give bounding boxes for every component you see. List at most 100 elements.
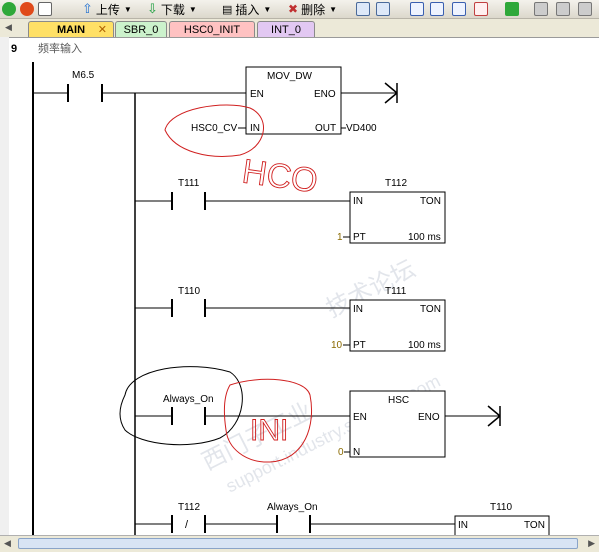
horizontal-scrollbar[interactable]: ◀ ▶ (0, 535, 599, 552)
contact-always-on-2[interactable] (276, 515, 311, 533)
black-annotation-circle (119, 366, 243, 446)
scroll-thumb[interactable] (18, 538, 578, 549)
network-icon (356, 2, 370, 16)
timer-t111-type: TON (420, 304, 441, 315)
refresh-icon (474, 2, 488, 16)
timer-t112-title: T112 (385, 178, 407, 189)
tab-scroll-left-icon[interactable]: ◀ (5, 22, 12, 32)
hsc-n: N (353, 447, 360, 458)
insert-label: 插入 (235, 2, 260, 17)
close-icon[interactable]: ✕ (97, 24, 107, 36)
timer-t111-title: T111 (385, 286, 407, 297)
hsc-eno-arrow (487, 405, 501, 427)
mov-dw-en: EN (250, 89, 264, 100)
timer-t110-in: IN (458, 520, 468, 531)
mov-dw-out: OUT (315, 123, 336, 134)
run-icon (2, 2, 16, 16)
export-button[interactable] (505, 1, 519, 17)
timer-t110-title: T110 (490, 502, 512, 513)
network-comment[interactable]: 频率输入 (38, 41, 82, 55)
tab-int-0[interactable]: INT_0 (257, 21, 315, 37)
timer-t112-box[interactable] (349, 191, 446, 244)
lock-open-button[interactable] (556, 1, 570, 17)
hsc-eno: ENO (418, 412, 440, 423)
export-icon (505, 2, 519, 16)
contact-m6-5[interactable] (67, 84, 103, 102)
tab-main[interactable]: MAIN ✕ (28, 21, 114, 37)
contact-always-on-label: Always_On (163, 394, 214, 405)
run-button[interactable] (2, 1, 16, 17)
contact-t110-label: T110 (178, 286, 200, 297)
key-button[interactable] (578, 1, 592, 17)
contact-t112-nc-symbol: / (185, 519, 189, 531)
hsc-n-value[interactable]: 0 (338, 447, 344, 458)
mov-dw-box[interactable] (245, 66, 342, 135)
coil-icon (430, 2, 444, 16)
eno-arrow (384, 82, 398, 104)
timer-t111-pt-value[interactable]: 10 (331, 340, 343, 351)
contact-always-on[interactable] (171, 407, 206, 425)
scroll-left-icon[interactable]: ◀ (4, 538, 11, 548)
tab-sbr-0-label: SBR_0 (123, 24, 159, 36)
mov-dw-in-value[interactable]: HSC0_CV (191, 123, 237, 134)
contact-t110[interactable] (171, 299, 206, 317)
contact-t112-nc-label: T112 (178, 502, 200, 513)
chevron-down-icon: ▼ (188, 4, 197, 14)
contact-t112-nc[interactable] (171, 515, 206, 533)
red-annotation-hco: HCO (240, 152, 320, 200)
download-label: 下载 (160, 2, 185, 17)
editor-gutter (0, 37, 9, 535)
network-insert-button[interactable] (356, 1, 370, 17)
timer-t112-pt-value[interactable]: 1 (337, 232, 343, 243)
lock-icon (534, 2, 548, 16)
contact-t111[interactable] (171, 192, 206, 210)
refresh-button[interactable] (474, 1, 488, 17)
timer-t110-type: TON (524, 520, 545, 531)
scroll-right-icon[interactable]: ▶ (588, 538, 595, 548)
contact-always-on-2-label: Always_On (267, 502, 318, 513)
timer-t112-in: IN (353, 196, 363, 207)
box-button[interactable] (452, 1, 466, 17)
red-annotation-ini: INI (250, 414, 288, 447)
timer-t111-box[interactable] (349, 299, 446, 352)
timer-t112-pt: PT (353, 232, 366, 243)
network-delete-button[interactable] (376, 1, 390, 17)
lock-open-icon (556, 2, 570, 16)
mov-dw-title: MOV_DW (267, 71, 313, 82)
box-icon (452, 2, 466, 16)
insert-icon: ▤ (222, 3, 233, 16)
download-icon: ⇩ (147, 1, 158, 16)
delete-label: 删除 (301, 2, 326, 17)
timer-t111-unit: 100 ms (408, 340, 441, 351)
chevron-down-icon: ▼ (329, 4, 337, 14)
mov-dw-in: IN (250, 123, 260, 134)
coil-button[interactable] (430, 1, 444, 17)
tab-int-0-label: INT_0 (271, 24, 301, 36)
contact-button[interactable] (410, 1, 424, 17)
lock-button[interactable] (534, 1, 548, 17)
delete-button[interactable]: ✖删除▼ (288, 1, 337, 17)
hsc-title: HSC (388, 395, 409, 406)
stop-button[interactable] (20, 1, 34, 17)
tab-sbr-0[interactable]: SBR_0 (115, 21, 167, 37)
network-delete-icon (376, 2, 390, 16)
timer-t112-unit: 100 ms (408, 232, 441, 243)
key-icon (578, 2, 592, 16)
tab-hsc0-init-label: HSC0_INIT (183, 24, 241, 36)
contact-t111-label: T111 (178, 178, 200, 189)
chevron-down-icon: ▼ (123, 4, 132, 14)
download-button[interactable]: ⇩下载▼ (147, 1, 197, 17)
timer-t111-pt: PT (353, 340, 366, 351)
insert-button[interactable]: ▤插入▼ (222, 1, 271, 17)
hsc-box[interactable] (349, 390, 446, 458)
network-number: 9 (11, 43, 17, 55)
chevron-down-icon: ▼ (263, 4, 272, 14)
timer-t112-type: TON (420, 196, 441, 207)
upload-button[interactable]: ⇧上传▼ (82, 1, 132, 17)
compile-button[interactable] (38, 1, 52, 17)
mov-dw-out-value[interactable]: VD400 (346, 123, 377, 134)
tab-hsc0-init[interactable]: HSC0_INIT (169, 21, 255, 37)
program-tab-strip: ◀ MAIN ✕ SBR_0 HSC0_INIT INT_0 (0, 19, 599, 38)
delete-icon: ✖ (288, 2, 299, 16)
